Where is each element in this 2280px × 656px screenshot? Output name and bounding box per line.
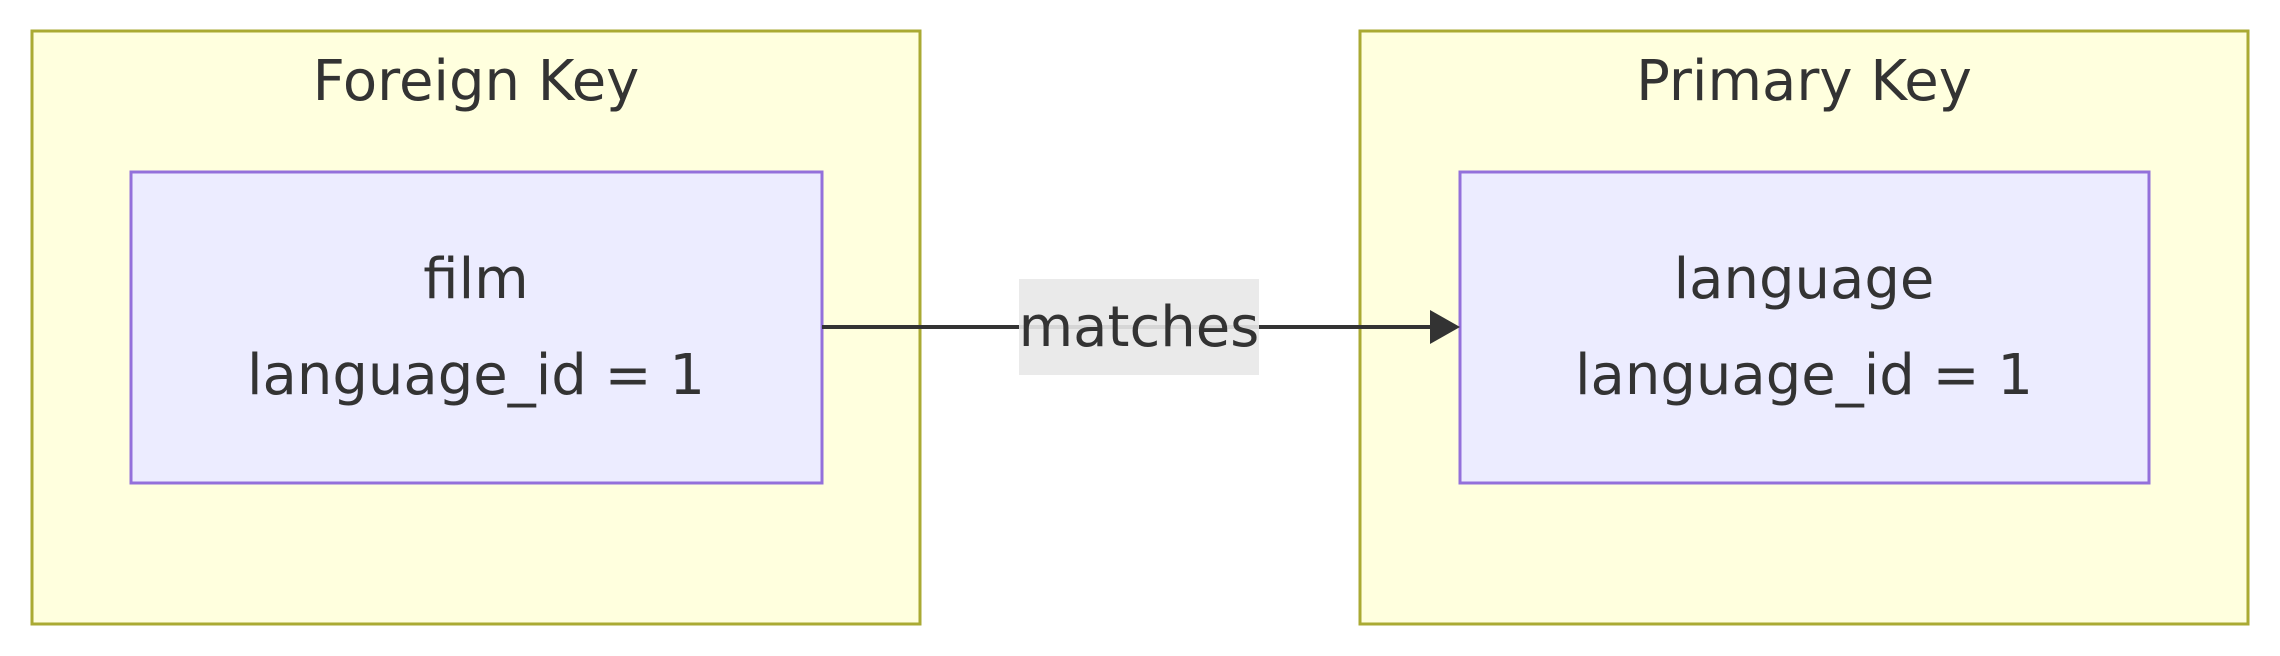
node-line2: language_id = 1	[247, 343, 705, 408]
node-line1: language	[1674, 247, 1935, 312]
cluster-primary-key: Primary Key language language_id = 1	[1358, 29, 2250, 626]
node-line2: language_id = 1	[1575, 343, 2033, 408]
cluster-title: Primary Key	[1636, 49, 1972, 114]
edge-label-bg	[1019, 279, 1259, 375]
edge-matches: matches	[822, 279, 1460, 375]
arrow-right-icon	[1430, 310, 1460, 344]
edge-label: matches	[1019, 295, 1260, 360]
node-language[interactable]	[1458, 170, 2151, 485]
node-line1: film	[423, 247, 528, 312]
node-film[interactable]	[129, 170, 824, 485]
cluster-title: Foreign Key	[313, 49, 640, 114]
cluster-foreign-key: Foreign Key film language_id = 1	[30, 29, 922, 626]
